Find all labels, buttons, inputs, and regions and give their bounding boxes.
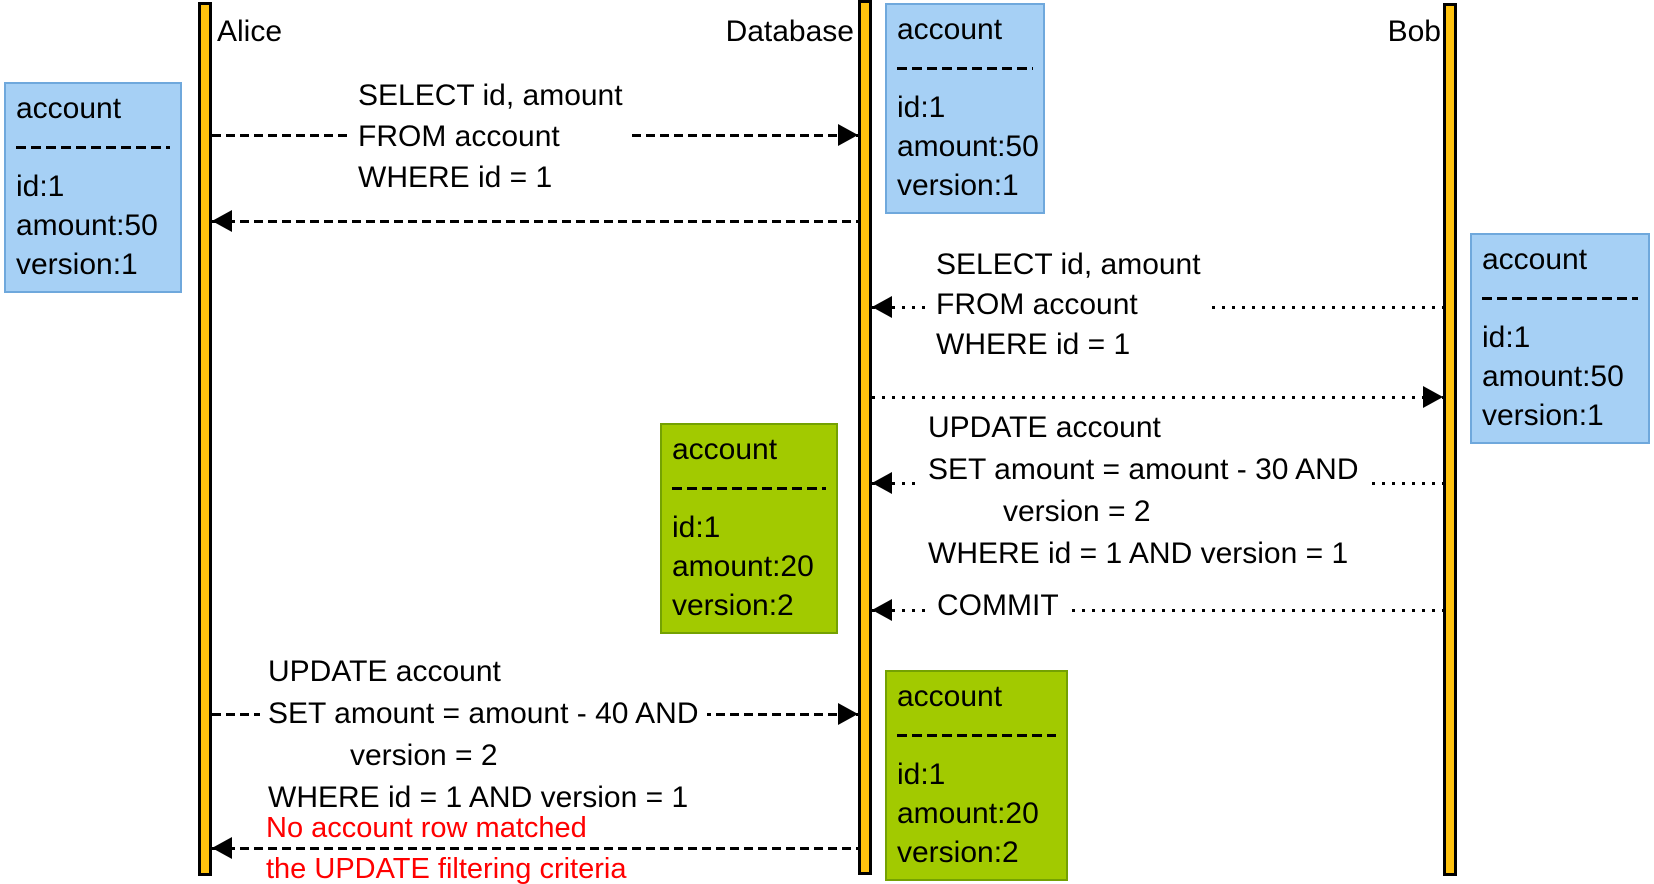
state-field-id: id:1 xyxy=(672,511,721,544)
sql-line: FROM account xyxy=(358,120,560,153)
sql-line: COMMIT xyxy=(937,589,1059,622)
message-bob-update: UPDATE account SET amount = amount - 30 … xyxy=(920,407,1367,575)
separator-line xyxy=(897,67,1033,70)
arrow-bob-commit xyxy=(872,609,1443,612)
arrow-return-to-bob xyxy=(872,396,1443,399)
arrowhead-right-icon xyxy=(838,124,858,146)
message-bob-select: SELECT id, amount FROM account WHERE id … xyxy=(928,245,1209,365)
message-update-error: No account row matched the UPDATE filter… xyxy=(258,808,634,884)
arrow-return-to-alice xyxy=(212,220,858,223)
separator-line xyxy=(897,734,1056,737)
state-box-title: account xyxy=(672,433,778,466)
arrowhead-left-icon xyxy=(872,472,892,494)
error-line: the UPDATE filtering criteria xyxy=(266,853,627,884)
sql-line: UPDATE account xyxy=(928,411,1161,444)
sql-line: version = 2 xyxy=(350,739,498,772)
state-field-version: version:2 xyxy=(672,589,794,622)
arrowhead-left-icon xyxy=(872,599,892,621)
actor-label-alice: Alice xyxy=(217,15,283,48)
state-field-id: id:1 xyxy=(897,758,946,791)
arrowhead-right-icon xyxy=(1423,386,1443,408)
state-box-title: account xyxy=(1482,243,1588,276)
state-field-id: id:1 xyxy=(16,170,65,203)
sql-line: WHERE id = 1 AND version = 1 xyxy=(928,537,1349,570)
lifeline-bob xyxy=(1443,3,1457,876)
state-field-amount: amount:50 xyxy=(1482,360,1624,393)
state-box-database-initial: account id:1 amount:50 version:1 xyxy=(885,3,1045,214)
error-line: No account row matched xyxy=(266,812,587,844)
actor-label-database: Database xyxy=(725,15,854,48)
sql-line: UPDATE account xyxy=(268,655,501,688)
state-field-version: version:1 xyxy=(16,248,138,281)
sql-line: FROM account xyxy=(936,288,1138,321)
state-box-alice-account: account id:1 amount:50 version:1 xyxy=(4,82,182,293)
sql-line: WHERE id = 1 xyxy=(936,328,1131,361)
state-field-version: version:1 xyxy=(897,169,1019,202)
state-field-id: id:1 xyxy=(1482,321,1531,354)
lifeline-database xyxy=(858,0,872,875)
sql-line: SELECT id, amount xyxy=(358,79,623,112)
state-box-bob-account: account id:1 amount:50 version:1 xyxy=(1470,233,1650,444)
sql-line: WHERE id = 1 AND version = 1 xyxy=(268,781,689,814)
arrowhead-left-icon xyxy=(212,210,232,232)
sql-line: SELECT id, amount xyxy=(936,248,1201,281)
state-field-version: version:2 xyxy=(897,836,1019,869)
state-field-amount: amount:20 xyxy=(897,797,1039,830)
state-field-version: version:1 xyxy=(1482,399,1604,432)
state-field-amount: amount:50 xyxy=(897,130,1039,163)
state-box-title: account xyxy=(897,680,1003,713)
actor-label-bob: Bob xyxy=(1387,15,1441,48)
separator-line xyxy=(672,487,826,490)
state-field-amount: amount:20 xyxy=(672,550,814,583)
sql-line: WHERE id = 1 xyxy=(358,161,553,194)
state-box-title: account xyxy=(897,13,1003,46)
state-box-database-after-bob-update: account id:1 amount:20 version:2 xyxy=(660,423,838,634)
arrowhead-left-icon xyxy=(212,837,232,859)
message-bob-commit: COMMIT xyxy=(929,585,1067,627)
sql-line: version = 2 xyxy=(1003,495,1151,528)
separator-line xyxy=(16,146,170,149)
state-box-database-final: account id:1 amount:20 version:2 xyxy=(885,670,1068,881)
state-field-amount: amount:50 xyxy=(16,209,158,242)
message-alice-select: SELECT id, amount FROM account WHERE id … xyxy=(350,75,631,198)
arrow-error-to-alice xyxy=(212,847,858,850)
lifeline-alice xyxy=(198,2,212,876)
state-field-id: id:1 xyxy=(897,91,946,124)
separator-line xyxy=(1482,297,1638,300)
sql-line: SET amount = amount - 30 AND xyxy=(928,453,1359,486)
arrowhead-right-icon xyxy=(838,703,858,725)
message-alice-update: UPDATE account SET amount = amount - 40 … xyxy=(260,651,707,819)
arrowhead-left-icon xyxy=(872,296,892,318)
state-box-title: account xyxy=(16,92,122,125)
sql-line: SET amount = amount - 40 AND xyxy=(268,697,699,730)
